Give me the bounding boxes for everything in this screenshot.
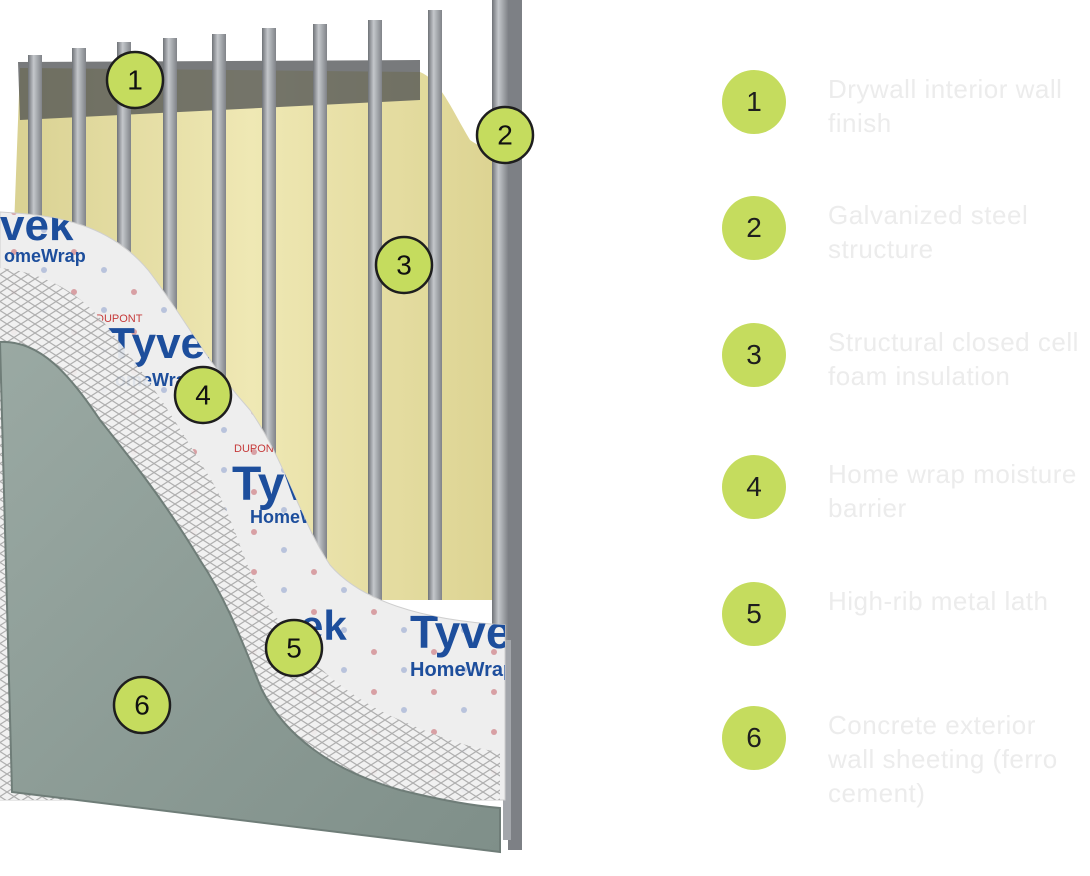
legend-label: High-rib metal lath (828, 586, 1049, 616)
svg-text:1: 1 (127, 65, 143, 96)
marker-2: 2 (475, 105, 535, 165)
legend-item-6: 6 Concrete exterior wall sheeting (ferro… (722, 706, 1090, 810)
legend-number-badge: 1 (722, 70, 786, 134)
legend-number-badge: 6 (722, 706, 786, 770)
svg-text:3: 3 (396, 250, 412, 281)
legend-item-1: 1 Drywall interior wall finish (722, 70, 1090, 140)
legend-number-badge: 4 (722, 455, 786, 519)
marker-4: 4 (173, 365, 233, 425)
wrap-maker-mark-2: DUPONT (234, 443, 281, 455)
wrap-product-partial: omeWrap (4, 246, 86, 266)
legend-item-5: 5 High-rib metal lath (722, 582, 1090, 646)
legend-item-4: 4 Home wrap moisture barrier (722, 455, 1090, 525)
marker-1: 1 (105, 50, 165, 110)
legend-label: Concrete exterior wall sheeting (ferro c… (828, 710, 1058, 808)
svg-text:6: 6 (134, 690, 150, 721)
svg-text:2: 2 (497, 120, 513, 151)
legend-label: Structural closed cell foam insulation (828, 327, 1079, 391)
marker-5: 5 (264, 618, 324, 678)
wrap-product-3: HomeWrap (410, 659, 515, 681)
svg-text:4: 4 (195, 380, 211, 411)
svg-text:5: 5 (286, 633, 302, 664)
legend-label: Galvanized steel structure (828, 200, 1029, 264)
legend-number-badge: 5 (722, 582, 786, 646)
legend-label: Home wrap moisture barrier (828, 459, 1077, 523)
legend-item-2: 2 Galvanized steel structure (722, 196, 1090, 266)
wrap-maker-mark: DUPONT (96, 313, 143, 325)
marker-6: 6 (112, 675, 172, 735)
marker-3: 3 (374, 235, 434, 295)
legend-item-3: 3 Structural closed cell foam insulation (722, 323, 1090, 393)
legend-number-badge: 3 (722, 323, 786, 387)
wall-section-illustration: vek omeWrap Tyvek omeWra DUPONT DUPONT T… (0, 0, 535, 854)
legend-label: Drywall interior wall finish (828, 74, 1063, 138)
legend-number-badge: 2 (722, 196, 786, 260)
